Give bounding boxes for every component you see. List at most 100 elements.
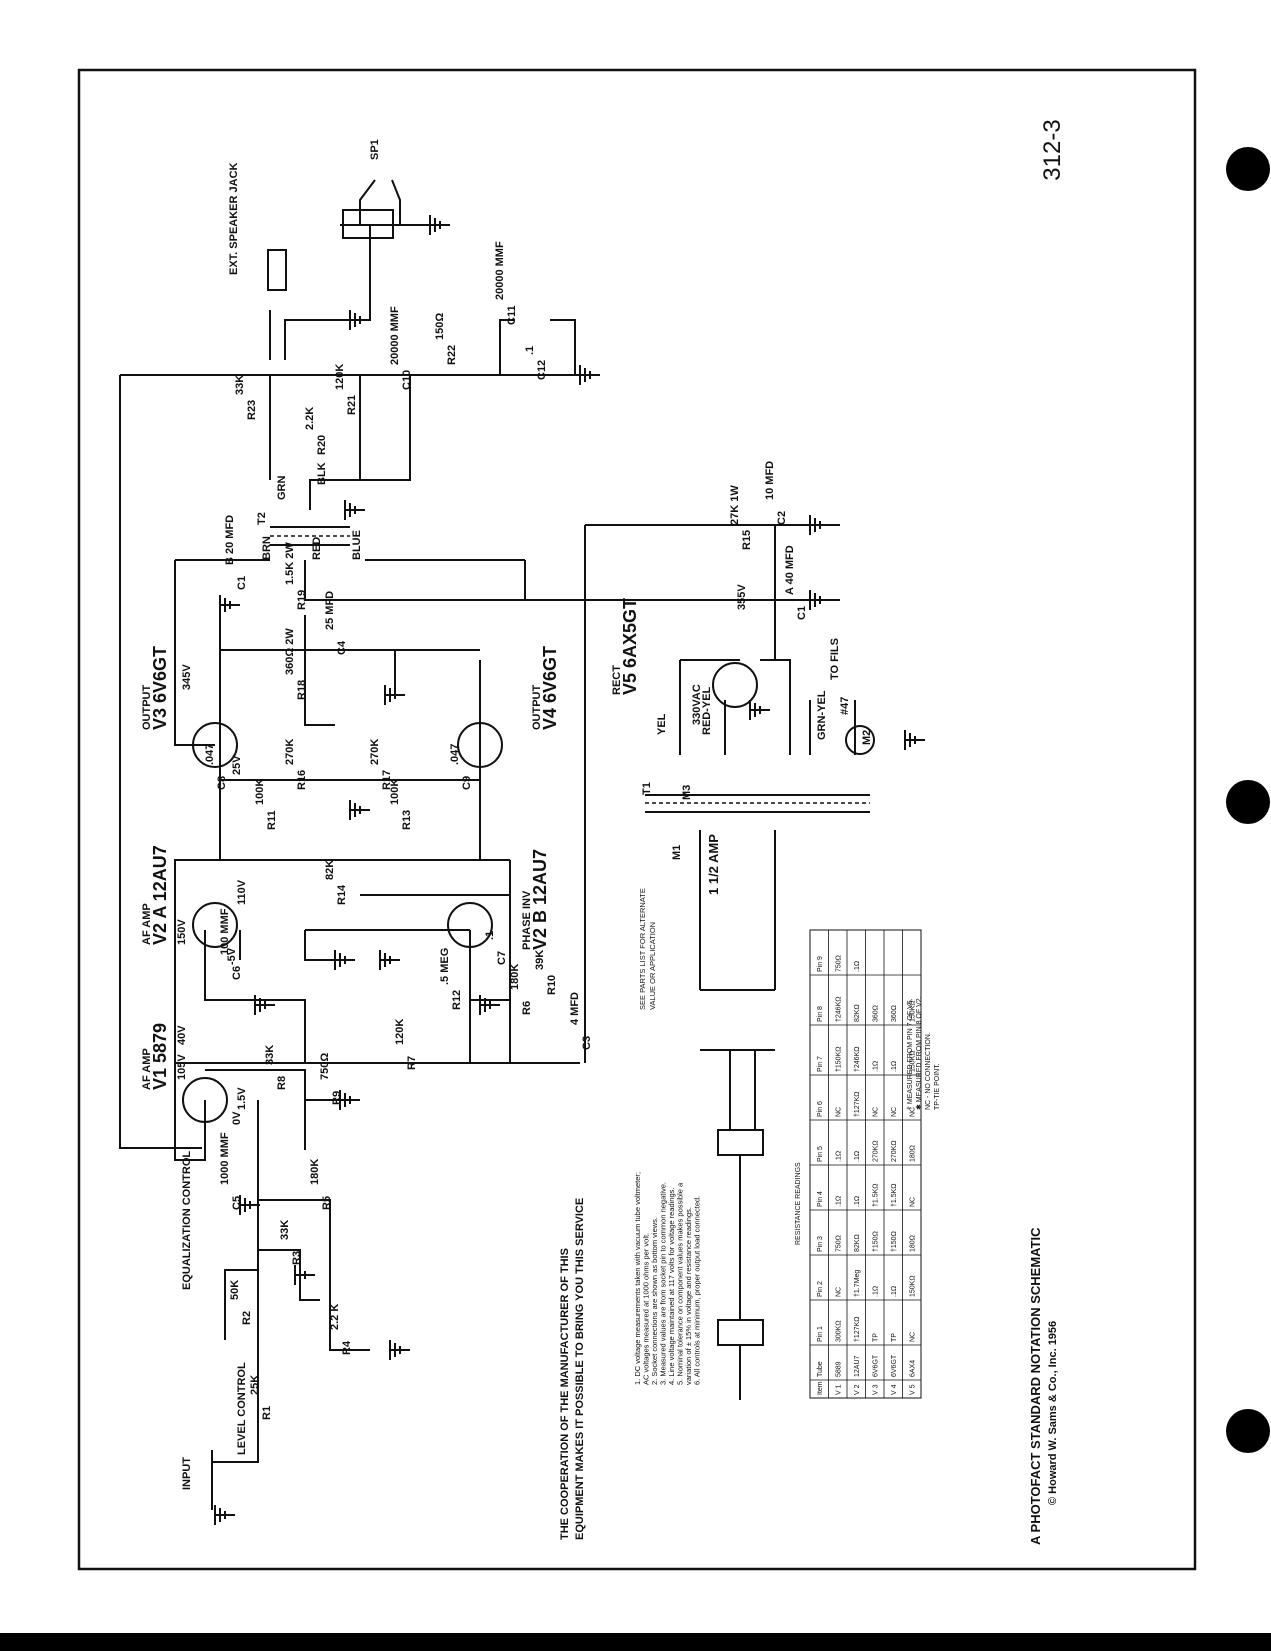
ground-symbol [214,1505,235,1525]
table-footnote: NC - NO CONNECTION. [925,1032,932,1110]
wire-color-label: BLUE [351,530,363,560]
table-cell: †127KΩ [854,1317,861,1342]
table-cell: NC [910,1197,917,1207]
ground-symbol [219,595,240,615]
component-value: 100 MMF [219,908,231,955]
component-value: 270K [284,739,296,765]
table-header-cell: Tube [817,1361,824,1377]
wire-color-label: RED-YEL [701,686,713,735]
component-value: 2.2K [304,407,316,430]
component-ref: T1 [641,782,653,795]
component-ref: R12 [451,990,463,1010]
table-cell: .1Ω [891,1286,898,1297]
punch-hole-bottom [1226,1409,1270,1453]
table-cell: †1.5KΩ [891,1183,898,1207]
component-value: 100K [254,779,266,805]
component-value: 1000 MMF [219,1132,231,1185]
component-value: 33K [234,375,246,395]
table-cell: 6AX4 [910,1360,917,1377]
tube-v3 [192,722,238,768]
table-cell: †1.7Meg [854,1270,861,1297]
component-ref: C1 [236,576,248,590]
voltage-reading: 150V [176,919,188,945]
level-control-label: LEVEL CONTROL [236,1362,248,1455]
table-cell: 750Ω [836,955,843,972]
tube-v4 [457,722,503,768]
component-ref: R15 [741,530,753,550]
page-number: 312-3 [1039,119,1066,180]
table-cell: †150Ω [891,1231,898,1252]
voltage-reading: 345V [181,664,193,690]
table-cell: 150KΩ [910,1275,917,1297]
tube-symbols [182,662,758,1123]
component-ref: R17 [381,770,393,790]
table-cell: 150KΩ [910,1050,917,1072]
ground-symbol [904,730,925,750]
component-value: 33K [279,1220,291,1240]
ground-symbol [349,800,370,820]
table-cell: 6V6GT [873,1354,880,1377]
tube-type-label: V2 A 12AU7 [150,845,170,945]
component-ref: M2 [861,730,873,745]
component-ref: R6 [521,1001,533,1015]
table-cell: .1Ω [891,1061,898,1072]
tube-v2a [192,902,238,948]
voltage-reading: 330VAC [691,684,703,725]
component-ref: R19 [296,590,308,610]
component-ref: R9 [331,1091,343,1105]
voltage-reading: 355V [736,584,748,610]
component-value: .1 [484,931,496,940]
component-value: .1 [524,346,536,355]
table-cell: V 2 [854,1384,861,1395]
table-header-cell: Item [817,1381,824,1395]
component-ref: R11 [266,810,278,830]
cooperation-line-2: EQUIPMENT MAKES IT POSSIBLE TO BRING YOU… [574,1198,586,1540]
alternate-note-line-1: SEE PARTS LIST FOR ALTERNATE [638,888,647,1010]
component-value: 4 MFD [569,992,581,1025]
component-ref: R18 [296,680,308,700]
component-value: .047 [204,744,216,765]
wire-color-label: BLK [316,462,328,485]
tube-type-label: V2 B 12AU7 [530,849,550,950]
table-cell: †150Ω [873,1231,880,1252]
component-value: A 40 MFD [784,545,796,595]
table-cell: TP [873,1333,880,1342]
table-cell: 6V6GT [891,1354,898,1377]
transformer-cores [267,209,875,1400]
component-value: 20000 MMF [494,241,506,300]
voltage-reading: -5V [226,947,238,965]
table-cell: .1Ω [836,1151,843,1162]
ground-symbol [239,1195,260,1215]
component-ref: R10 [546,975,558,995]
voltage-reading: 110V [236,879,248,905]
page-frame [77,68,1197,1571]
table-cell: V 5 [910,1384,917,1395]
speaker-terminal [342,209,394,239]
table-cell: V 3 [873,1384,880,1395]
tube-v2b [447,902,493,948]
ground-symbol [389,1340,410,1360]
tube-type-label: V4 6V6GT [540,646,560,730]
table-footnote: TP-TIE POINT. [934,1063,941,1110]
ac-plug [717,1319,764,1346]
component-ref: R5 [321,1196,333,1210]
component-ref: C4 [336,640,348,655]
tube-v5 [712,662,758,708]
table-header-cell: Pin 8 [817,1006,824,1022]
component-value: 120K [394,1019,406,1045]
table-cell: V 4 [891,1384,898,1395]
voltage-reading: 25V [231,755,243,775]
note-line: 5. Nominal tolerance on component values… [676,1182,685,1385]
equalization-control-label: EQUALIZATION CONTROL [181,1151,193,1290]
table-cell: 12AU7 [854,1355,861,1377]
table-cell: 360Ω [873,1005,880,1022]
pilot-lamp [845,725,875,755]
component-value: 180K [509,964,521,990]
note-line: 6. All controls at minimum, proper outpu… [693,1196,702,1385]
table-header-cell: Pin 9 [817,956,824,972]
component-value: 33K [264,1045,276,1065]
component-value: 270K [369,739,381,765]
ground-symbol [749,700,770,720]
